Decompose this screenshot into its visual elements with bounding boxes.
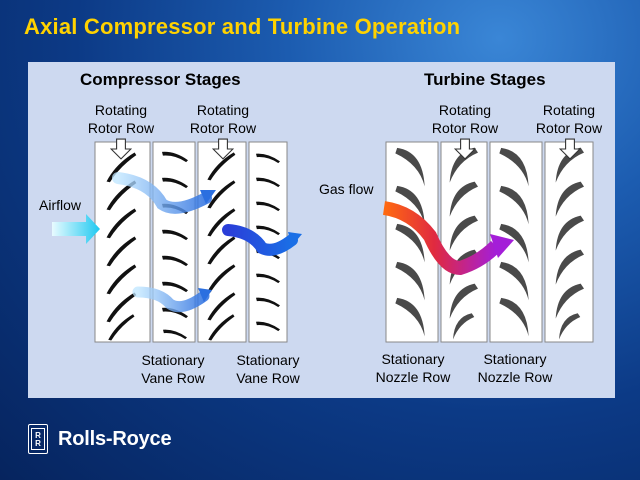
compressor-heading: Compressor Stages (80, 70, 241, 89)
gasflow-label: Gas flow (319, 181, 374, 197)
rolls-royce-logo: R R Rolls-Royce (28, 424, 172, 454)
turbine-nozzle-label-2: Stationary Nozzle Row (477, 351, 553, 385)
compressor-vane-label-1: Stationary Vane Row (141, 352, 205, 386)
gasflow-arrow-icon (382, 201, 514, 276)
svg-text:R: R (35, 439, 41, 448)
compressor-rotor-label-1: Rotating Rotor Row (87, 102, 155, 136)
turbine-rotor-label-1: Rotating Rotor Row (431, 102, 499, 136)
turbine-nozzle-label-1: Stationary Nozzle Row (375, 351, 451, 385)
compressor-rotor-label-2: Rotating Rotor Row (189, 102, 257, 136)
rr-badge-icon: R R (28, 424, 48, 454)
airflow-arrow-icon (52, 214, 100, 244)
turbine-heading: Turbine Stages (424, 70, 546, 89)
slide-title: Axial Compressor and Turbine Operation (24, 14, 461, 39)
airflow-label: Airflow (39, 197, 82, 213)
compressor-vane-label-2: Stationary Vane Row (236, 352, 300, 386)
compressor-flow-arrows (112, 172, 302, 313)
turbine-rotor-label-2: Rotating Rotor Row (535, 102, 603, 136)
svg-text:R: R (35, 431, 41, 440)
logo-text: Rolls-Royce (58, 427, 172, 450)
